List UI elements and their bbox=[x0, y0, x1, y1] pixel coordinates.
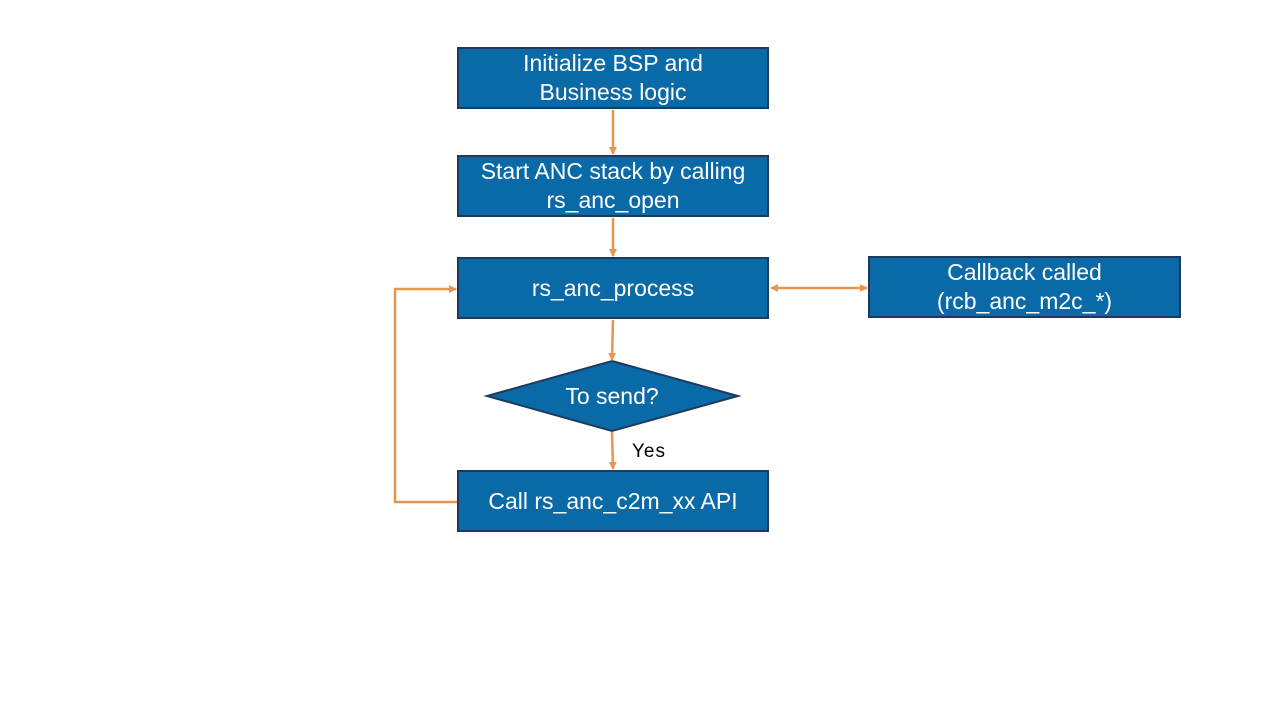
node-initialize-bsp: Initialize BSP and Business logic bbox=[457, 47, 769, 109]
node-label-line1: Callback called bbox=[947, 259, 1102, 285]
node-label-line2: Business logic bbox=[539, 79, 687, 105]
node-label-line2: (rcb_anc_m2c_*) bbox=[936, 288, 1113, 314]
node-label-line1: Initialize BSP and bbox=[523, 50, 703, 76]
edge-process-to-decision bbox=[608, 319, 617, 361]
decision-label: To send? bbox=[565, 382, 659, 409]
node-callback-called: Callback called (rcb_anc_m2c_*) bbox=[868, 256, 1181, 318]
edge-c2m-loop-back bbox=[393, 285, 459, 504]
decision-diamond bbox=[483, 359, 742, 433]
node-call-c2m-api: Call rs_anc_c2m_xx API bbox=[457, 470, 769, 532]
node-rs-anc-process: rs_anc_process bbox=[457, 257, 769, 319]
node-start-anc-stack: Start ANC stack by calling rs_anc_open bbox=[457, 155, 769, 217]
node-label-line2: rs_anc_open bbox=[546, 187, 680, 213]
edge-decision-to-c2m bbox=[608, 431, 617, 470]
node-label: rs_anc_process bbox=[531, 274, 695, 301]
edge-label-yes: Yes bbox=[632, 441, 666, 462]
node-label-line1: Start ANC stack by calling bbox=[480, 158, 746, 184]
node-label: Call rs_anc_c2m_xx API bbox=[488, 487, 738, 514]
